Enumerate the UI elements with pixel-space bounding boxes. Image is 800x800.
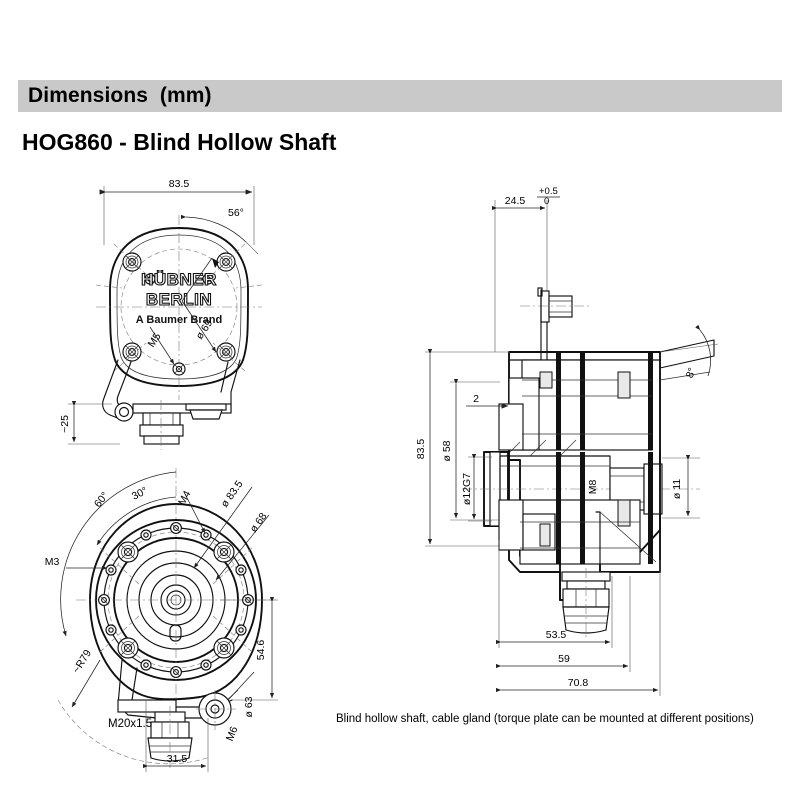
- hub-slot: [169, 624, 182, 642]
- dim-label-side-dia58: ø 58: [441, 440, 453, 461]
- side-housing-body: [498, 339, 715, 601]
- corner-bolts: [122, 252, 236, 362]
- dim-side-dia58: ø 58: [441, 378, 500, 521]
- figure-caption: Blind hollow shaft, cable gland (torque …: [336, 713, 754, 725]
- dim-rear-m3: M3: [45, 556, 108, 571]
- dim-label-side-708: 70.8: [568, 677, 589, 689]
- dim-side-59: 59: [495, 576, 631, 672]
- dim-rear-315: 31.5: [142, 700, 209, 772]
- dim-front-gland-25: ~25: [59, 400, 120, 445]
- rear-construction-rays: [99, 547, 253, 653]
- dim-side-245: 24.5 +0.5 0: [491, 186, 560, 352]
- dim-label-front-25: ~25: [59, 415, 71, 433]
- section-header-label: Dimensions (mm): [28, 84, 212, 107]
- dim-rear-m6: M6: [211, 689, 241, 743]
- view-side: 24.5 +0.5 0: [415, 186, 719, 696]
- flange-circle-outer: [95, 519, 257, 681]
- dim-side-708: 70.8: [495, 560, 661, 696]
- dim-label-side-dia12g7: ø12G7: [461, 473, 473, 505]
- dim-label-side-dia11: ø 11: [671, 479, 683, 499]
- dim-label-side-m8: M8: [587, 480, 599, 495]
- side-torque-pin: [520, 287, 590, 441]
- rear-bolt-circle: [107, 531, 245, 669]
- view-front: 83.5: [59, 178, 263, 450]
- dim-label-rear-315: 31.5: [167, 753, 188, 765]
- dim-label-rear-dia835: ø 83.5: [219, 478, 246, 509]
- dim-front-angle-56: 56°: [180, 207, 259, 255]
- dim-rear-dia-68: ø 68: [215, 510, 270, 581]
- dim-label-side-245: 24.5: [505, 195, 526, 207]
- dim-label-side-535: 53.5: [546, 629, 567, 641]
- dim-label-rear-m4: M4: [176, 489, 194, 508]
- small-screws: [144, 273, 214, 376]
- dim-front-width: 83.5: [99, 178, 255, 245]
- logo-line-1: HÜBNER: [141, 270, 217, 289]
- flange-circle-835: [103, 527, 249, 673]
- dim-label-rear-m3: M3: [45, 556, 60, 568]
- dim-rear-dia-835: ø 83.5: [193, 478, 253, 569]
- dim-label-front-dia69: ø 69: [194, 317, 216, 341]
- page-title: HOG860 - Blind Hollow Shaft: [22, 129, 337, 155]
- logo-line-3: A Baumer Brand: [136, 314, 222, 326]
- dim-front-dia-69: ø 69: [181, 257, 219, 353]
- dim-side-angle8: 8°: [659, 324, 719, 380]
- flange-circle-inner3: [150, 574, 202, 626]
- dim-label-side-835: 83.5: [415, 439, 427, 460]
- view-rear: 60° 30° M4 ø 83.5: [45, 468, 278, 772]
- dim-side-gap2: 2: [466, 393, 509, 409]
- dim-label-side-59: 59: [558, 653, 570, 665]
- bolt-circle-69: [120, 248, 238, 366]
- rear-corner-bolts: [117, 541, 235, 659]
- side-lower-housing: [498, 451, 661, 601]
- dim-rear-r79: ~R79: [57, 648, 211, 765]
- dim-rear-angle-30: 30°: [96, 485, 177, 546]
- flange-bore: [166, 590, 186, 610]
- dim-label-rear-30: 30°: [130, 485, 150, 503]
- dim-label-rear-546: 54.6: [255, 640, 267, 661]
- flange-circle-inner1: [126, 550, 226, 650]
- dim-label-rear-dia68: ø 68: [248, 510, 270, 534]
- rear-torque-plate-gland: [117, 659, 236, 768]
- dim-label-side-tol-upper: +0.5: [539, 186, 558, 197]
- dim-label-rear-m6: M6: [224, 725, 241, 743]
- dim-side-835: 83.5: [415, 348, 510, 547]
- rear-thread-holes: [98, 522, 254, 678]
- dim-label-front-m5: M5: [146, 331, 164, 350]
- side-shaft-section: [462, 439, 700, 527]
- dim-label-side-tol-lower: 0: [544, 196, 549, 207]
- flange-outline: [89, 503, 263, 701]
- dim-label-rear-r79: ~R79: [70, 648, 94, 676]
- dim-rear-m4: M4: [176, 489, 206, 534]
- dim-rear-angle-60: 60°: [60, 471, 177, 637]
- section-header-band: [18, 80, 782, 112]
- logo-line-2: BERLIN: [146, 290, 212, 309]
- dim-side-535: 53.5: [495, 540, 613, 648]
- housing-outline: [109, 227, 249, 387]
- dim-side-dia11: ø 11: [662, 454, 700, 519]
- housing-outline-inner: [116, 234, 242, 380]
- flange-bore-inner: [170, 594, 182, 606]
- dim-label-rear-dia63: ø 63: [243, 696, 255, 717]
- dim-label-side-gap2: 2: [473, 393, 479, 405]
- dim-label-front-angle: 56°: [228, 207, 244, 219]
- dim-front-m5: M5: [146, 326, 175, 365]
- dim-rear-546: 54.6: [220, 596, 278, 701]
- flange-circle-68: [113, 537, 239, 663]
- housing-logo: HÜBNER BERLIN A Baumer Brand: [136, 269, 222, 326]
- dim-rear-dia-63: ø 63: [216, 671, 255, 718]
- dim-label-side-angle8: 8°: [684, 366, 699, 380]
- construction-rays: [95, 243, 263, 372]
- dim-label-front-width: 83.5: [169, 178, 190, 190]
- dim-label-rear-60: 60°: [92, 490, 111, 510]
- dim-label-rear-m20: M20x1.5: [108, 718, 152, 730]
- side-cable-gland: [561, 568, 611, 640]
- torque-plate-and-gland: [102, 359, 241, 450]
- flange-circle-inner2: [138, 562, 214, 638]
- dim-side-dia12g7: ø12G7: [461, 453, 492, 522]
- flange-circle-hub: [160, 584, 192, 616]
